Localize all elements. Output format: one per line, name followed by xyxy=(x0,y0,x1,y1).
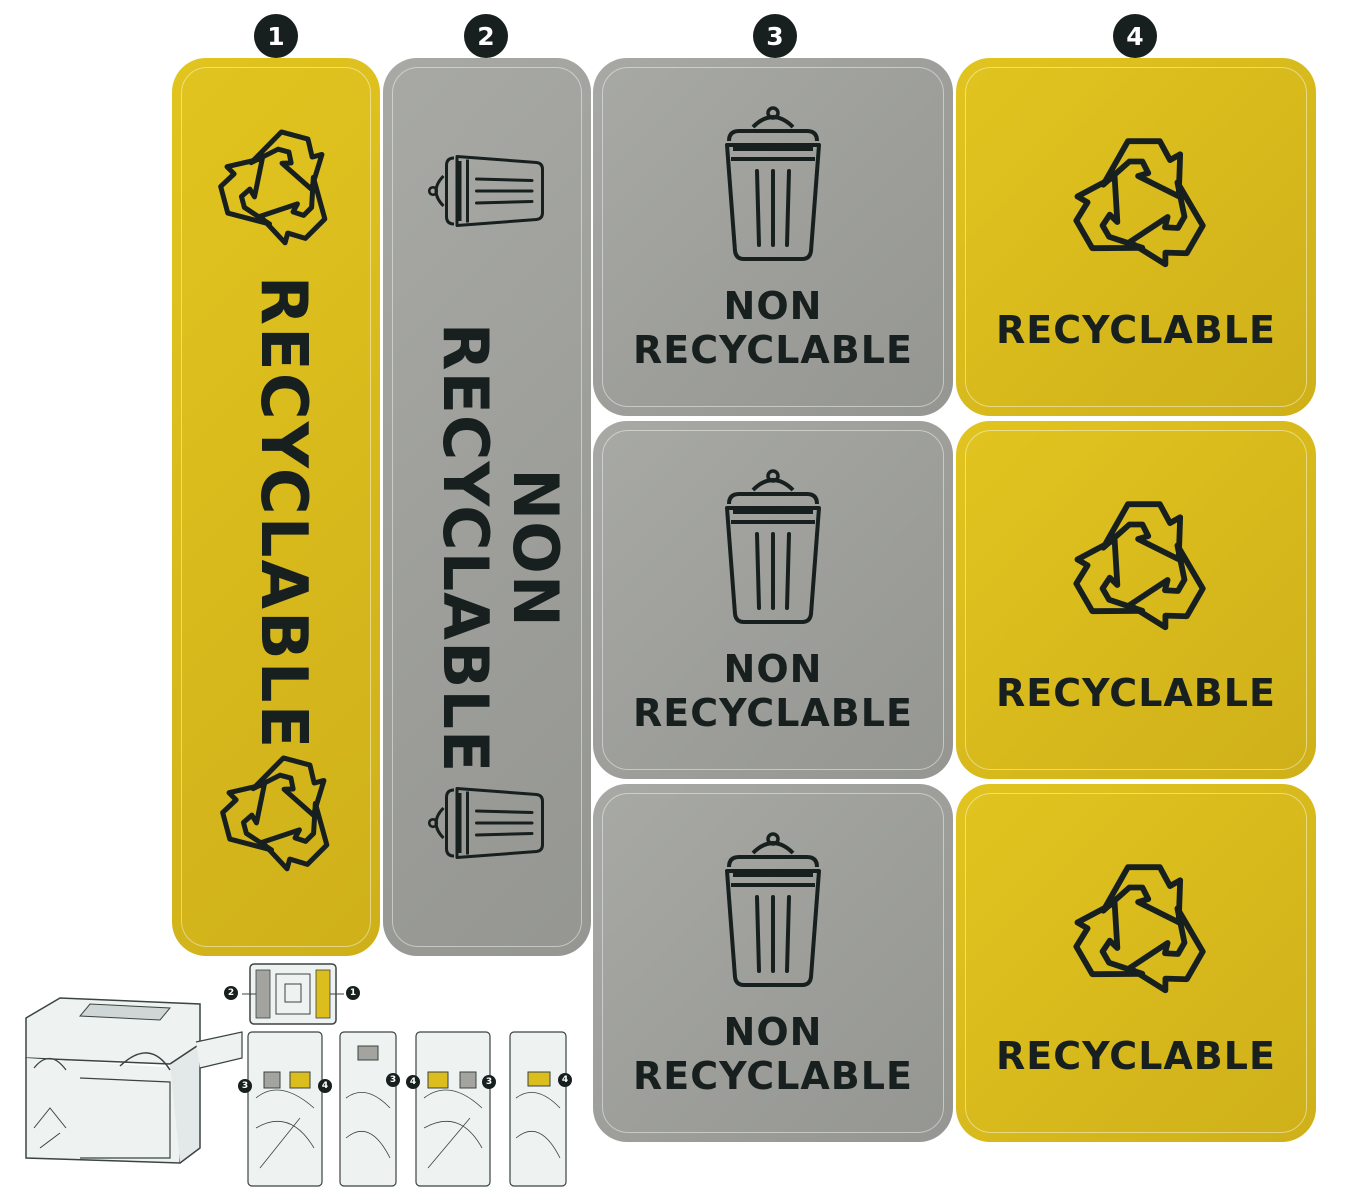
callout-3: 3 xyxy=(386,1073,400,1087)
label-non: NON xyxy=(723,647,823,691)
recycle-icon xyxy=(1056,120,1226,290)
callout-2: 2 xyxy=(224,986,238,1000)
sticker-recyclable-tall: RECYCLABLE xyxy=(172,58,380,956)
label-non: NON xyxy=(723,284,823,328)
trash-bin-icon xyxy=(725,469,821,624)
sticker-non-recyclable-square-3: NON RECYCLABLE xyxy=(593,784,953,1142)
label-recyclable: RECYCLABLE xyxy=(633,328,913,372)
sticker-recyclable-square-2: RECYCLABLE xyxy=(956,421,1316,779)
marker-4: 4 xyxy=(1113,14,1157,58)
recycle-icon xyxy=(210,744,350,884)
marker-2: 2 xyxy=(464,14,508,58)
sticker-recyclable-square-1: RECYCLABLE xyxy=(956,58,1316,416)
recycle-icon xyxy=(1056,846,1226,1016)
label-non: NON xyxy=(499,468,572,628)
sticker-non-recyclable-square-1: NON RECYCLABLE xyxy=(593,58,953,416)
label-recyclable-vertical: RECYCLABLE xyxy=(246,275,320,751)
callout-4: 4 xyxy=(558,1073,572,1087)
label-non: NON xyxy=(723,1010,823,1054)
installation-guide: 2 1 3 4 3 4 3 4 xyxy=(20,958,590,1193)
sticker-non-recyclable-square-2: NON RECYCLABLE xyxy=(593,421,953,779)
callout-1: 1 xyxy=(346,986,360,1000)
label-recyclable: RECYCLABLE xyxy=(996,308,1276,352)
trash-bin-icon xyxy=(427,787,544,859)
marker-3: 3 xyxy=(753,14,797,58)
label-recyclable: RECYCLABLE xyxy=(633,691,913,735)
bin-illustration xyxy=(25,963,567,1187)
callout-4: 4 xyxy=(406,1075,420,1089)
label-recyclable: RECYCLABLE xyxy=(429,322,502,774)
label-recyclable: RECYCLABLE xyxy=(996,671,1276,715)
callout-3: 3 xyxy=(482,1075,496,1089)
marker-1: 1 xyxy=(254,14,298,58)
label-recyclable: RECYCLABLE xyxy=(633,1054,913,1098)
callout-3: 3 xyxy=(238,1079,252,1093)
recycle-icon xyxy=(1056,483,1226,653)
trash-bin-icon xyxy=(725,832,821,987)
label-non-recyclable-vertical: NON RECYCLABLE xyxy=(398,248,572,848)
label-recyclable: RECYCLABLE xyxy=(996,1034,1276,1078)
trash-bin-icon xyxy=(725,106,821,261)
trash-bin-icon xyxy=(427,155,544,227)
callout-4: 4 xyxy=(318,1079,332,1093)
sticker-recyclable-square-3: RECYCLABLE xyxy=(956,784,1316,1142)
sticker-non-recyclable-tall: NON RECYCLABLE xyxy=(383,58,591,956)
